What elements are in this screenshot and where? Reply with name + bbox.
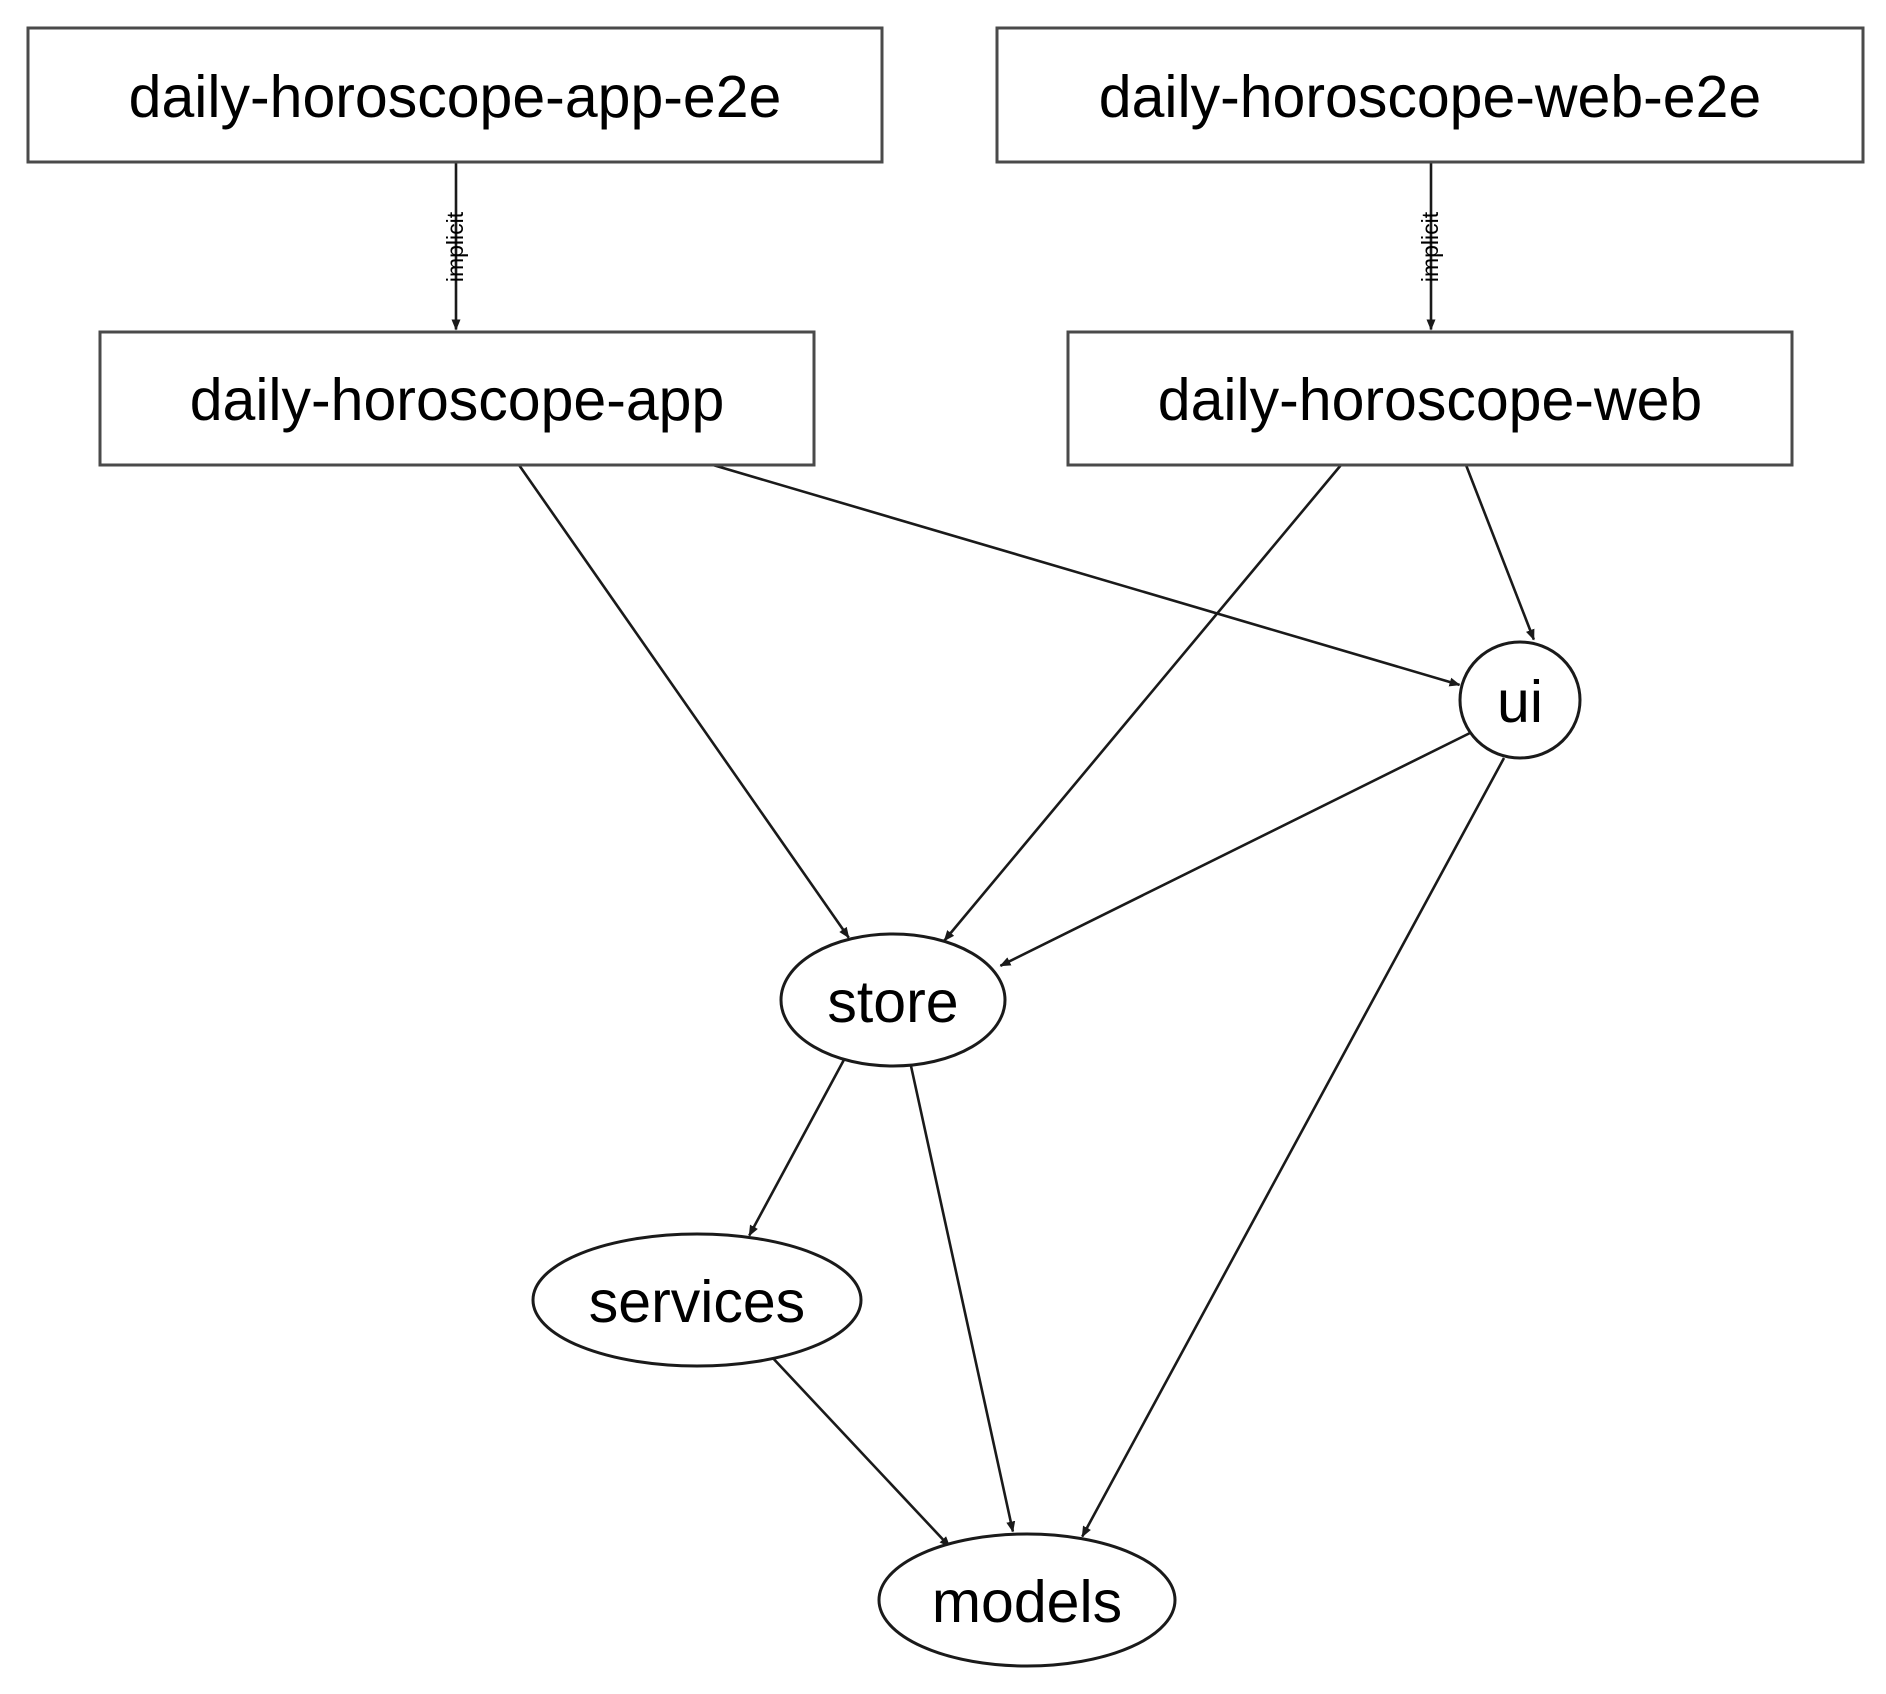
- edge-line: [1464, 464, 1536, 641]
- graph-node-daily-horoscope-web-e2e[interactable]: daily-horoscope-web-e2e: [995, 26, 1865, 164]
- graph-edge-web-to-ui[interactable]: [1464, 464, 1536, 641]
- edges-layer: [451, 162, 1536, 1548]
- node-box-shape: [98, 330, 816, 467]
- graph-node-services[interactable]: services: [531, 1232, 863, 1368]
- graph-edge-store-to-services[interactable]: [748, 1055, 848, 1237]
- edge-line: [909, 1065, 1016, 1533]
- graph-edge-ui-to-models[interactable]: [1081, 757, 1506, 1538]
- node-ellipse-shape: [1458, 640, 1582, 760]
- node-ellipse-shape: [877, 1532, 1177, 1668]
- edge-labels-layer: implicit implicit: [442, 211, 1443, 282]
- edge-line: [712, 463, 1461, 687]
- graph-node-models[interactable]: models: [877, 1532, 1177, 1668]
- edge-line: [943, 464, 1342, 942]
- graph-node-daily-horoscope-app-e2e[interactable]: daily-horoscope-app-e2e: [26, 26, 884, 164]
- node-label: services: [589, 1269, 805, 1335]
- graph-edge-store-to-models[interactable]: [909, 1065, 1016, 1533]
- graph-edge-web-to-store[interactable]: [943, 464, 1342, 942]
- edge-line: [1081, 757, 1506, 1538]
- edge-label-web-e2e-to-web: implicit: [1417, 211, 1443, 282]
- node-box-shape: [995, 26, 1865, 164]
- edge-line: [999, 731, 1471, 967]
- node-box-shape: [1066, 330, 1794, 467]
- node-label: daily-horoscope-web: [1158, 367, 1702, 433]
- graph-node-store[interactable]: store: [779, 932, 1007, 1068]
- node-label: models: [932, 1569, 1122, 1635]
- nodes-layer: daily-horoscope-app-e2e daily-horoscope-w…: [26, 26, 1865, 1668]
- node-box-shape: [26, 26, 884, 164]
- node-ellipse-shape: [779, 932, 1007, 1068]
- graph-edge-app-to-ui[interactable]: [712, 463, 1461, 687]
- graph-edge-services-to-models[interactable]: [769, 1354, 951, 1548]
- graph-node-daily-horoscope-web[interactable]: daily-horoscope-web: [1066, 330, 1794, 467]
- edge-line: [517, 464, 850, 939]
- graph-node-daily-horoscope-app[interactable]: daily-horoscope-app: [98, 330, 816, 467]
- node-label: daily-horoscope-app-e2e: [129, 64, 782, 130]
- graph-edge-ui-to-store[interactable]: [999, 731, 1471, 967]
- node-ellipse-shape: [531, 1232, 863, 1368]
- graph-node-ui[interactable]: ui: [1458, 640, 1582, 760]
- node-label: store: [827, 969, 958, 1035]
- node-label: ui: [1497, 669, 1543, 735]
- edge-line: [769, 1354, 951, 1548]
- node-label: daily-horoscope-app: [190, 367, 725, 433]
- edge-line: [748, 1055, 848, 1237]
- edge-label-app-e2e-to-app: implicit: [442, 211, 468, 282]
- graph-edge-app-to-store[interactable]: [517, 464, 850, 939]
- node-label: daily-horoscope-web-e2e: [1099, 64, 1761, 130]
